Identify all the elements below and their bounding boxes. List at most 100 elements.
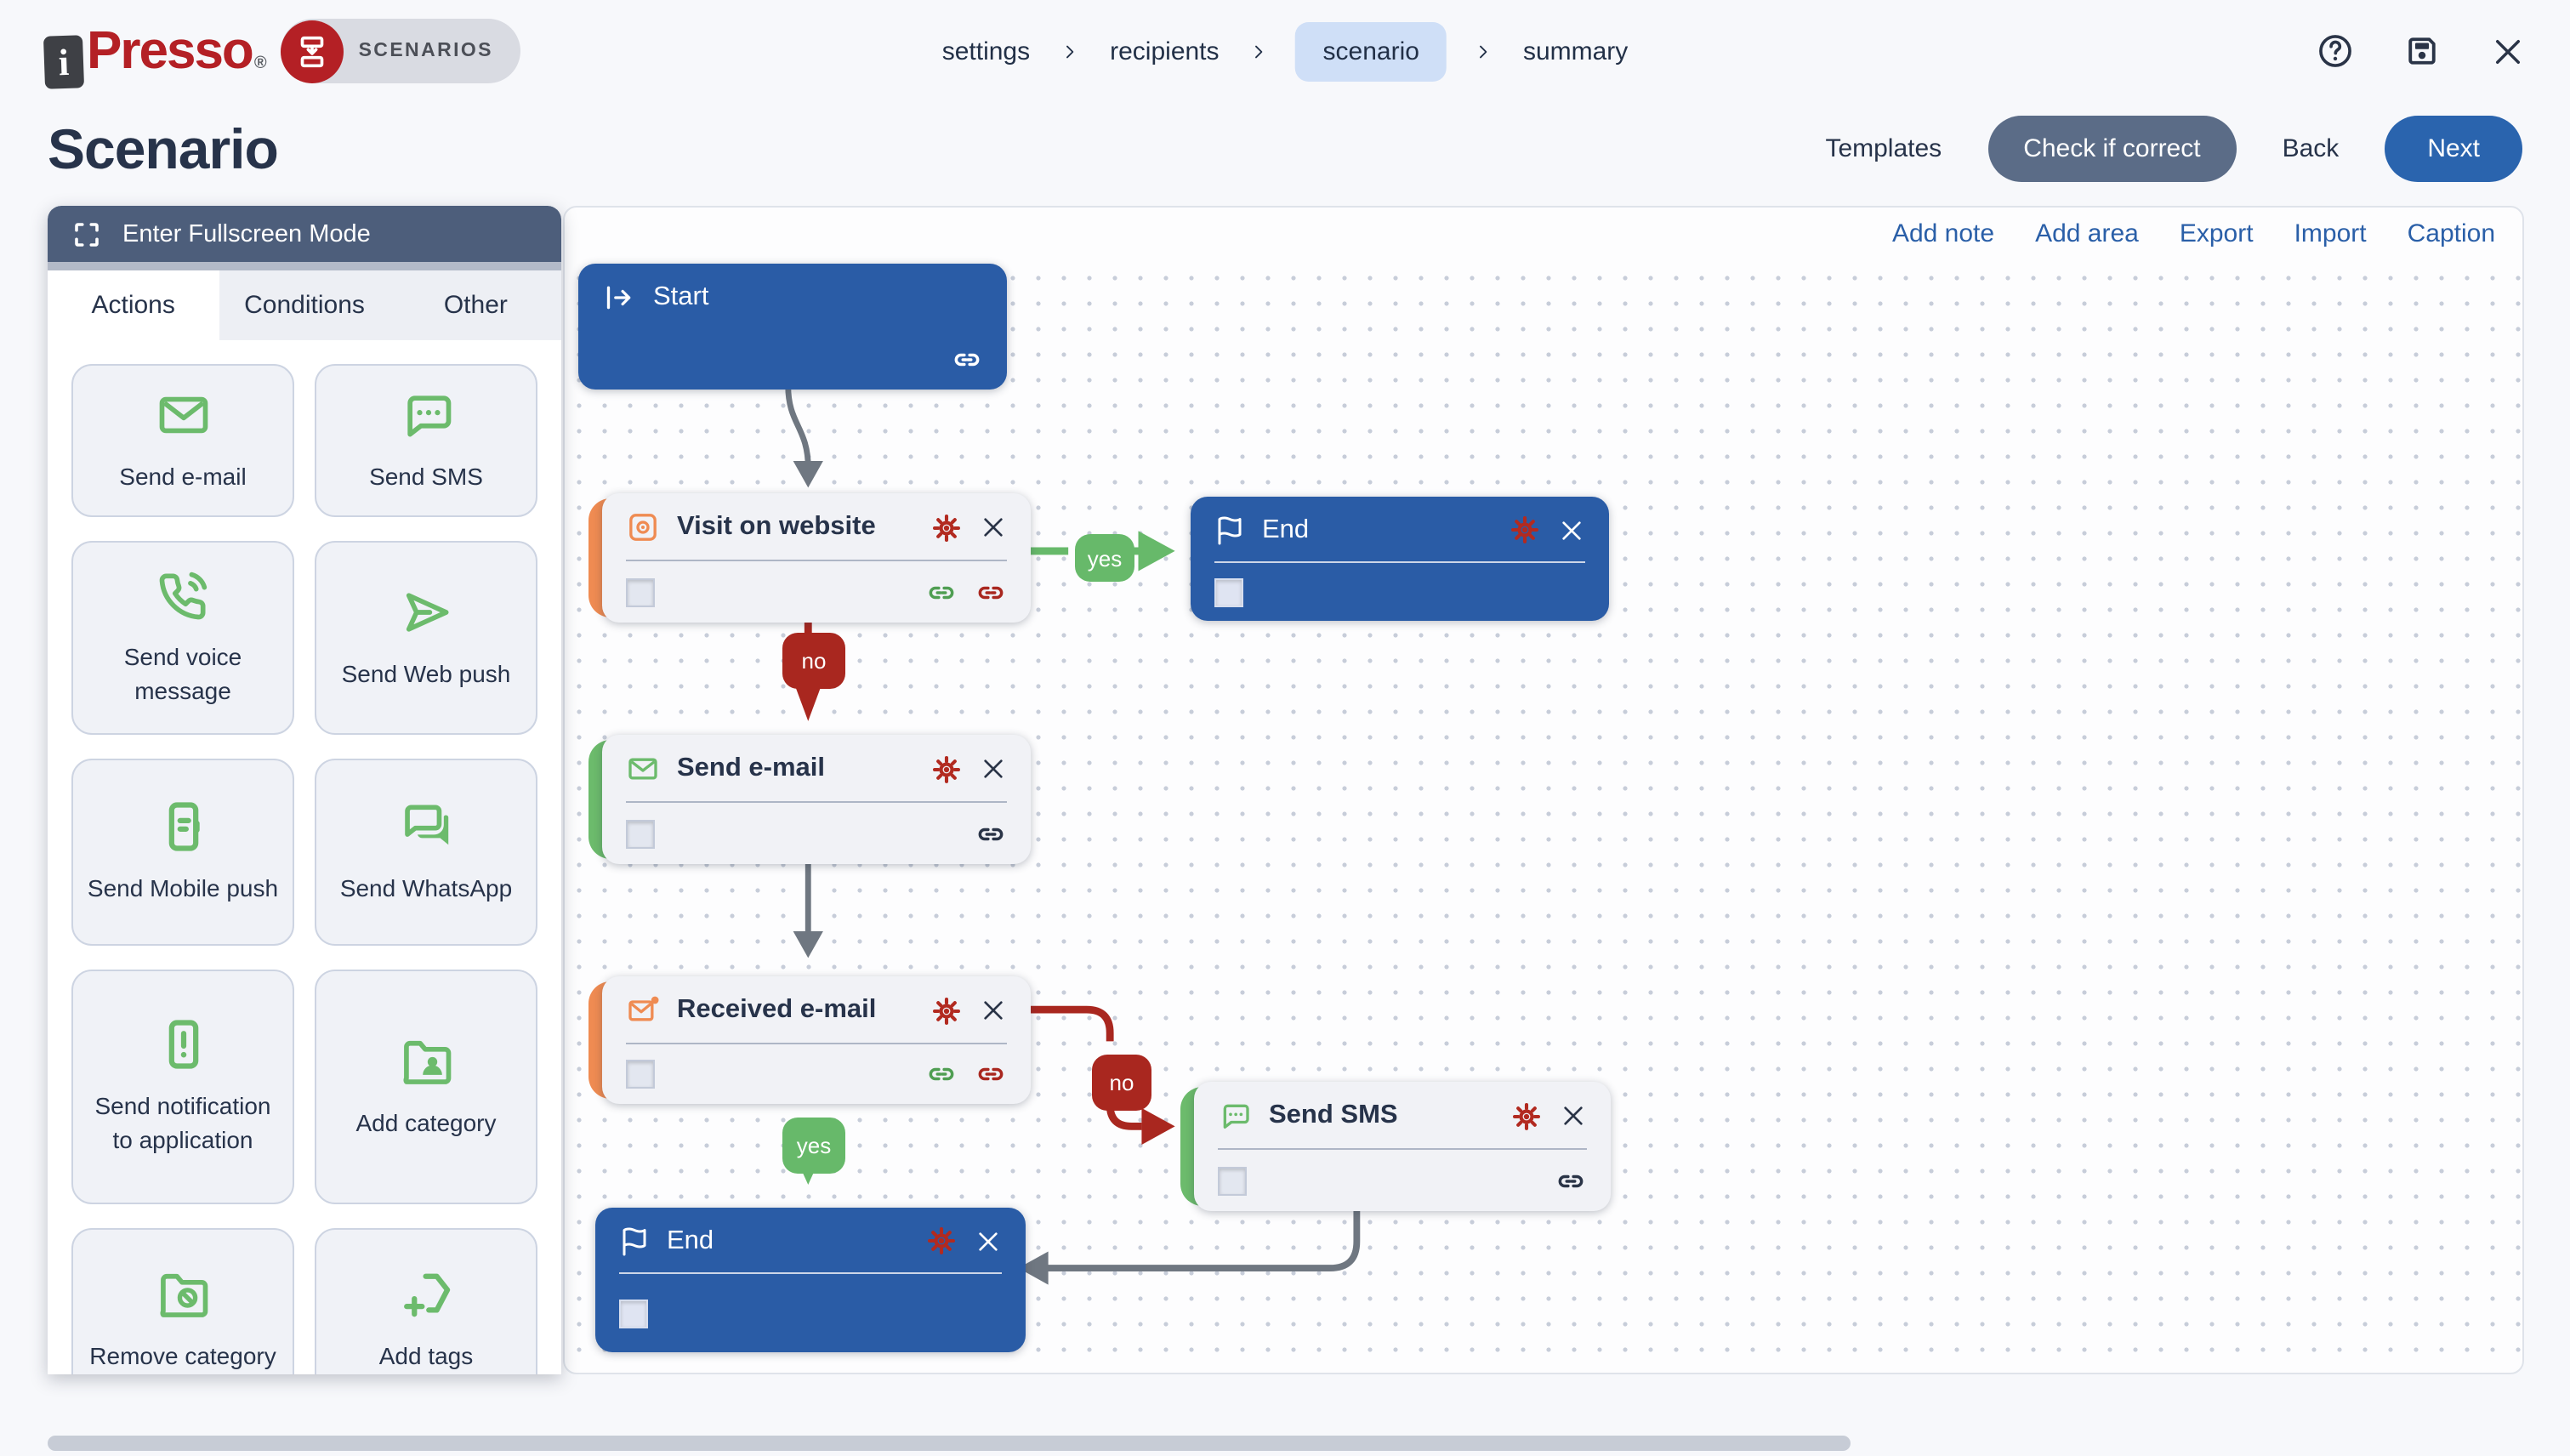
node-checkbox[interactable] [1218, 1166, 1247, 1195]
enter-fullscreen-button[interactable]: Enter Fullscreen Mode [48, 206, 561, 262]
workflow-canvas[interactable]: Add note Add area Export Import Caption [563, 206, 2524, 1374]
settings-gear-icon[interactable] [930, 994, 963, 1027]
breadcrumb-scenario[interactable]: scenario [1295, 21, 1447, 81]
tile-send-notification-to-application[interactable]: Send notification to application [71, 970, 294, 1204]
sms-bubble-icon [397, 386, 455, 444]
tile-send-email[interactable]: Send e-mail [71, 364, 294, 517]
branch-label-no: no [782, 633, 845, 689]
tag-plus-icon [397, 1265, 455, 1323]
templates-button[interactable]: Templates [1825, 134, 1942, 163]
node-send-email[interactable]: Send e-mail [588, 735, 1031, 864]
tile-add-tags[interactable]: Add tags [315, 1228, 537, 1374]
mail-icon [154, 386, 212, 444]
whatsapp-bubbles-icon [397, 798, 455, 856]
caption-link[interactable]: Caption [2407, 219, 2495, 248]
action-tiles: Send e-mail Send SMS Send voice message … [48, 340, 561, 1374]
phone-call-icon [154, 567, 212, 625]
link-no-icon[interactable] [975, 1058, 1007, 1090]
link-yes-icon[interactable] [925, 576, 958, 608]
scenarios-badge-label: SCENARIOS [358, 41, 493, 61]
link-icon[interactable] [975, 817, 1007, 850]
delete-node-icon[interactable] [980, 514, 1007, 541]
horizontal-scrollbar-thumb[interactable] [48, 1436, 1851, 1451]
delete-node-icon[interactable] [980, 997, 1007, 1024]
tile-send-sms[interactable]: Send SMS [315, 364, 537, 517]
tab-actions[interactable]: Actions [48, 270, 219, 340]
chevron-right-icon [1474, 42, 1493, 60]
delete-node-icon[interactable] [1558, 516, 1585, 543]
flag-icon [619, 1226, 650, 1256]
node-received-email[interactable]: Received e-mail [588, 976, 1031, 1104]
chevron-right-icon [1250, 42, 1269, 60]
back-button[interactable]: Back [2282, 134, 2340, 163]
save-icon[interactable] [2403, 32, 2441, 70]
main-area: Enter Fullscreen Mode Actions Conditions… [0, 206, 2570, 1374]
node-start[interactable]: Start [578, 264, 1007, 390]
node-checkbox[interactable] [626, 577, 655, 606]
node-end-bottom[interactable]: End [595, 1208, 1026, 1352]
top-bar-icons [2317, 32, 2526, 70]
link-icon[interactable] [951, 344, 983, 376]
node-divider [626, 801, 1007, 803]
node-checkbox[interactable] [619, 1299, 648, 1328]
title-row: Scenario Templates Check if correct Back… [0, 102, 2570, 206]
tile-remove-category[interactable]: Remove category [71, 1228, 294, 1374]
add-area-link[interactable]: Add area [2035, 219, 2139, 248]
tab-conditions[interactable]: Conditions [244, 291, 365, 320]
check-if-correct-button[interactable]: Check if correct [1987, 116, 2237, 182]
folder-block-icon [154, 1265, 212, 1323]
flag-icon [1214, 515, 1245, 545]
breadcrumb-settings[interactable]: settings [941, 37, 1031, 65]
help-icon[interactable] [2317, 32, 2354, 70]
node-divider [1218, 1148, 1587, 1150]
tab-other[interactable]: Other [443, 291, 508, 320]
close-icon[interactable] [2490, 33, 2526, 69]
settings-gear-icon[interactable] [930, 753, 963, 785]
tile-add-category[interactable]: Add category [315, 970, 537, 1204]
mobile-phone-icon [154, 798, 212, 856]
tile-send-web-push[interactable]: Send Web push [315, 541, 537, 735]
link-yes-icon[interactable] [925, 1058, 958, 1090]
node-divider [626, 1043, 1007, 1044]
fullscreen-icon [71, 219, 102, 249]
branch-label-no: no [1092, 1055, 1151, 1111]
next-button[interactable]: Next [2385, 116, 2522, 182]
page-title: Scenario [48, 117, 279, 179]
tile-send-whatsapp[interactable]: Send WhatsApp [315, 759, 537, 946]
breadcrumb-summary[interactable]: summary [1522, 37, 1629, 65]
node-end-top[interactable]: End [1191, 497, 1609, 621]
sidebar-divider-strip [48, 262, 561, 270]
import-link[interactable]: Import [2294, 219, 2367, 248]
scenario-flow-icon [280, 20, 344, 82]
settings-gear-icon[interactable] [1509, 514, 1541, 546]
add-note-link[interactable]: Add note [1891, 219, 1995, 248]
settings-gear-icon[interactable] [930, 511, 963, 543]
ipresso-logo[interactable]: i Presso ® [43, 20, 267, 90]
export-link[interactable]: Export [2179, 219, 2254, 248]
link-icon[interactable] [1555, 1164, 1587, 1197]
node-checkbox[interactable] [626, 1060, 655, 1089]
node-divider [626, 560, 1007, 561]
node-send-sms[interactable]: Send SMS [1180, 1082, 1611, 1211]
chevron-right-icon [1060, 42, 1079, 60]
delete-node-icon[interactable] [975, 1227, 1002, 1254]
palette-tabs: Actions Conditions Other [48, 270, 561, 340]
tile-send-mobile-push[interactable]: Send Mobile push [71, 759, 294, 946]
registered-mark: ® [253, 54, 267, 73]
mail-received-icon [626, 993, 660, 1027]
delete-node-icon[interactable] [980, 755, 1007, 782]
title-actions: Templates Check if correct Back Next [1825, 116, 2522, 182]
canvas-toolbar: Add note Add area Export Import Caption [1892, 219, 2495, 248]
tile-send-voice-message[interactable]: Send voice message [71, 541, 294, 735]
delete-node-icon[interactable] [1560, 1102, 1587, 1129]
settings-gear-icon[interactable] [925, 1225, 958, 1257]
node-divider [1214, 561, 1585, 563]
breadcrumb-recipients[interactable]: recipients [1110, 37, 1220, 65]
node-checkbox[interactable] [1214, 577, 1243, 606]
settings-gear-icon[interactable] [1510, 1100, 1543, 1132]
link-no-icon[interactable] [975, 576, 1007, 608]
node-visit-on-website[interactable]: Visit on website [588, 493, 1031, 623]
phone-alert-icon [154, 1016, 212, 1074]
node-checkbox[interactable] [626, 819, 655, 848]
